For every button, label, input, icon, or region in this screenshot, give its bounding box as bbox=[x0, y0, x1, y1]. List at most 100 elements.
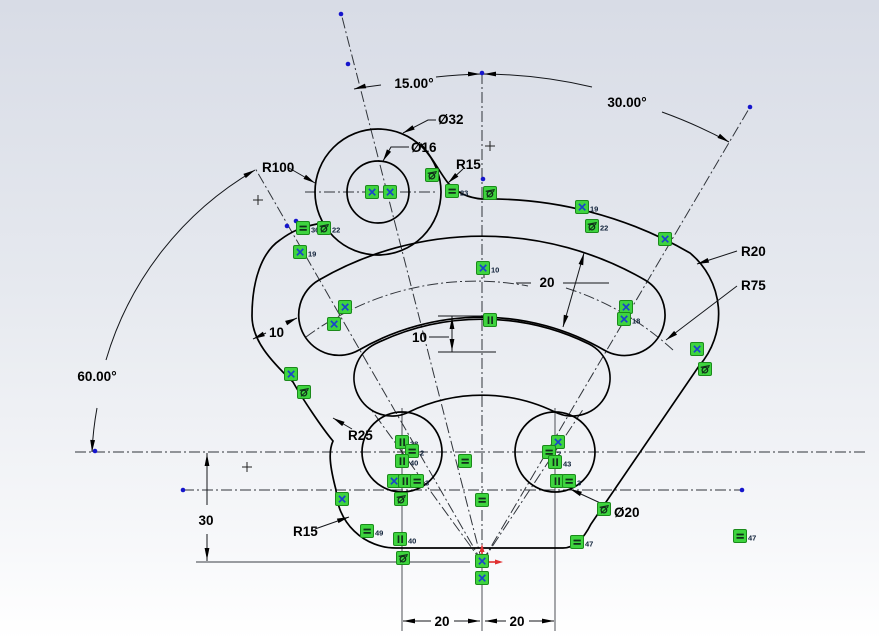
relation-par-40-icon[interactable]: 40 bbox=[393, 532, 417, 546]
relation-tan-icon[interactable] bbox=[394, 492, 408, 506]
relation-eq-icon[interactable] bbox=[458, 454, 472, 468]
relation-eq-2-icon[interactable]: 2 bbox=[405, 444, 425, 458]
dim-r25[interactable]: R25 bbox=[348, 428, 373, 443]
dim-r20[interactable]: R20 bbox=[741, 244, 766, 259]
slot-outer-kidney[interactable] bbox=[297, 235, 666, 357]
circle-d16[interactable] bbox=[346, 160, 410, 224]
dimension-arrow-icon bbox=[697, 258, 710, 264]
dimension-arrow-icon bbox=[90, 439, 96, 452]
relation-x-10-icon[interactable]: 10 bbox=[476, 261, 500, 275]
relation-tan-icon[interactable] bbox=[425, 168, 439, 182]
sketch-relations[interactable]: 36221923192218103824038324343349404747 bbox=[284, 168, 757, 585]
relation-eq-icon[interactable] bbox=[475, 493, 489, 507]
relation-number: 22 bbox=[600, 224, 608, 233]
dim-r15-bottom[interactable]: R15 bbox=[293, 524, 318, 539]
dimension-labels: 15.00° 30.00° 60.00° R100 Ø32 Ø16 R15 R2… bbox=[77, 76, 766, 629]
relation-eq-3-icon[interactable]: 3 bbox=[562, 474, 582, 488]
dim-gap-10-mid[interactable]: 10 bbox=[412, 330, 427, 345]
dimension-arrow-icon bbox=[243, 170, 255, 179]
relation-eq-47-icon[interactable]: 47 bbox=[733, 529, 757, 543]
centerline-30deg-right[interactable] bbox=[481, 106, 751, 563]
relation-tan-icon[interactable] bbox=[396, 551, 410, 565]
sketch-endpoint[interactable] bbox=[747, 104, 753, 110]
dimension-arrow-icon bbox=[354, 83, 367, 89]
relation-x-icon[interactable] bbox=[690, 342, 704, 356]
relation-tan-icon[interactable] bbox=[597, 502, 611, 516]
relation-number: 23 bbox=[460, 189, 468, 198]
dim-angle-60[interactable]: 60.00° bbox=[77, 369, 116, 384]
slot-inner-kidney[interactable] bbox=[353, 318, 611, 417]
center-cross-icon bbox=[242, 462, 252, 472]
circle-d32[interactable] bbox=[314, 128, 442, 256]
dim-pitch-20-left[interactable]: 20 bbox=[434, 614, 449, 629]
relation-par-43-icon[interactable]: 43 bbox=[548, 455, 572, 469]
sketch-endpoint[interactable] bbox=[479, 70, 485, 76]
relation-eq-36-icon[interactable]: 36 bbox=[296, 221, 320, 235]
dim-slot-width[interactable]: 20 bbox=[539, 275, 554, 290]
dimension-arrow-icon bbox=[403, 618, 415, 624]
relation-number: 40 bbox=[408, 537, 416, 546]
relation-eq-49-icon[interactable]: 49 bbox=[360, 524, 384, 538]
relation-tan-icon[interactable] bbox=[698, 362, 712, 376]
relation-tan-icon[interactable] bbox=[297, 385, 311, 399]
sketch-endpoint[interactable] bbox=[739, 487, 745, 493]
sketch-endpoint[interactable] bbox=[180, 487, 186, 493]
dimline-gap-10-mid[interactable] bbox=[429, 315, 496, 353]
sketch-endpoint[interactable] bbox=[92, 448, 98, 454]
dimension-arrow-icon bbox=[484, 71, 496, 77]
relation-eq-3-icon[interactable]: 3 bbox=[410, 474, 430, 488]
dim-r100[interactable]: R100 bbox=[262, 160, 294, 175]
relation-number: 19 bbox=[308, 250, 316, 259]
dimension-arrow-icon bbox=[204, 454, 210, 466]
relation-tan-22-icon[interactable]: 22 bbox=[317, 221, 341, 235]
dimline-slot-20[interactable] bbox=[562, 252, 585, 328]
arc-dim-60-b[interactable] bbox=[105, 169, 256, 361]
dim-angle-30[interactable]: 30.00° bbox=[607, 95, 646, 110]
relation-eq-47-icon[interactable]: 47 bbox=[570, 535, 594, 549]
relation-tan-22-icon[interactable]: 22 bbox=[585, 219, 609, 233]
dim-pitch-20-right[interactable]: 20 bbox=[509, 614, 524, 629]
dimension-arrow-icon bbox=[333, 418, 345, 427]
relation-x-icon[interactable] bbox=[475, 554, 489, 568]
sketch-endpoint[interactable] bbox=[345, 61, 351, 67]
relation-x-18-icon[interactable]: 18 bbox=[617, 312, 641, 326]
dim-angle-15[interactable]: 15.00° bbox=[394, 76, 433, 91]
relation-x-icon[interactable] bbox=[338, 300, 352, 314]
relation-x-19-icon[interactable]: 19 bbox=[293, 245, 317, 259]
sketch-points[interactable] bbox=[92, 11, 753, 493]
centerline-right-hole[interactable] bbox=[481, 407, 585, 563]
outer-profile[interactable] bbox=[251, 143, 720, 549]
relation-eq-23-icon[interactable]: 23 bbox=[445, 184, 469, 198]
dim-offset-30[interactable]: 30 bbox=[198, 513, 213, 528]
dim-r15-top[interactable]: R15 bbox=[456, 157, 481, 172]
sketch-endpoint[interactable] bbox=[480, 176, 486, 182]
relation-x-icon[interactable] bbox=[475, 571, 489, 585]
dim-d32[interactable]: Ø32 bbox=[438, 112, 464, 127]
relation-x-icon[interactable] bbox=[284, 367, 298, 381]
relation-x-icon[interactable] bbox=[619, 300, 633, 314]
dim-d20[interactable]: Ø20 bbox=[614, 505, 640, 520]
relation-number: 49 bbox=[375, 529, 383, 538]
relation-x-icon[interactable] bbox=[365, 185, 379, 199]
relation-tan-icon[interactable] bbox=[483, 186, 497, 200]
sketch-endpoint[interactable] bbox=[338, 11, 344, 17]
sketch-endpoint[interactable] bbox=[284, 223, 290, 229]
relation-x-icon[interactable] bbox=[383, 185, 397, 199]
relation-x-icon[interactable] bbox=[327, 317, 341, 331]
relation-x-icon[interactable] bbox=[335, 492, 349, 506]
relation-par-icon[interactable] bbox=[483, 313, 497, 327]
dim-r75[interactable]: R75 bbox=[741, 278, 766, 293]
relation-x-19-icon[interactable]: 19 bbox=[575, 200, 599, 214]
relation-par-40-icon[interactable]: 40 bbox=[395, 454, 419, 468]
dimension-arrow-icon bbox=[542, 618, 554, 624]
dim-gap-10-left[interactable]: 10 bbox=[269, 325, 284, 340]
dimension-arrow-icon bbox=[253, 331, 265, 339]
dim-d16[interactable]: Ø16 bbox=[411, 140, 437, 155]
profile-geometry[interactable] bbox=[251, 128, 720, 549]
dimension-arrow-icon bbox=[303, 174, 315, 183]
relation-x-icon[interactable] bbox=[658, 232, 672, 246]
leader-r75[interactable] bbox=[665, 285, 738, 341]
relation-number: 22 bbox=[332, 226, 340, 235]
dimension-arrow-icon bbox=[468, 71, 480, 77]
